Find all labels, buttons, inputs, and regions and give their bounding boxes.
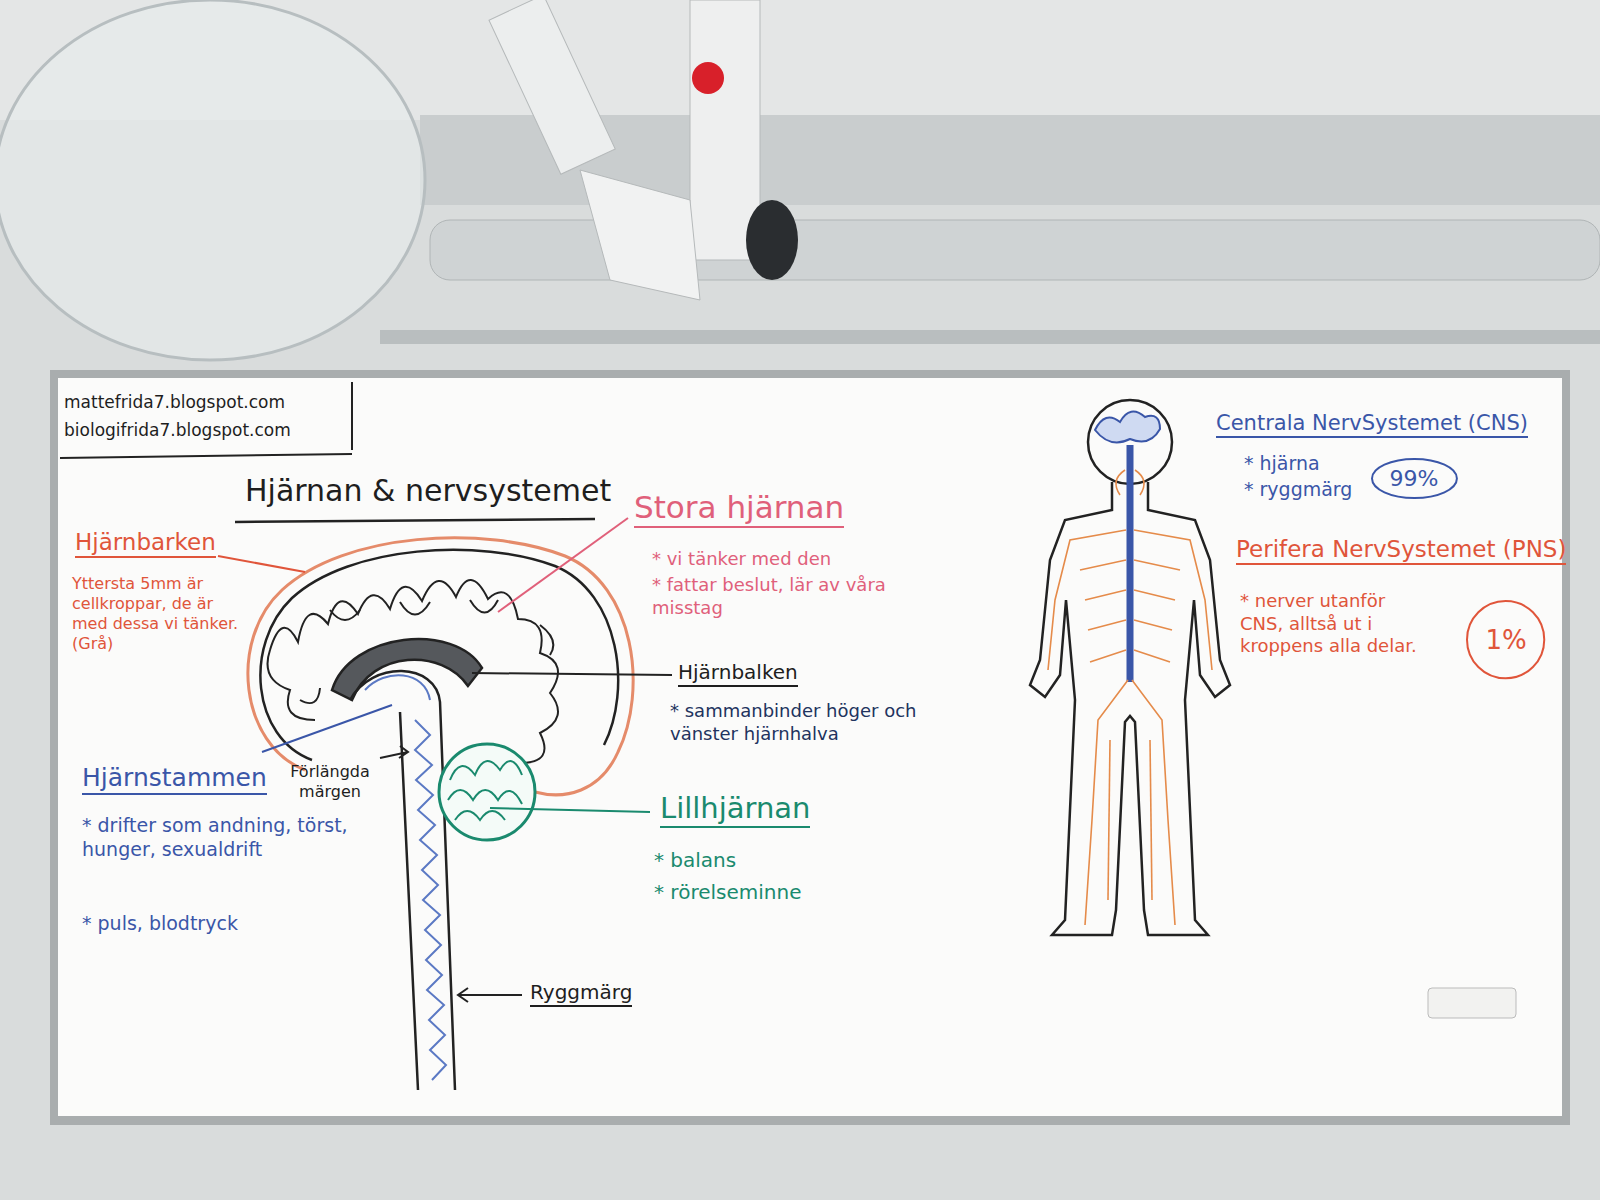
percent-value: 1% xyxy=(1485,625,1526,655)
heading-text: Perifera NervSystemet (PNS) xyxy=(1236,536,1566,565)
part-note: * drifter som andning, törst, hunger, se… xyxy=(82,814,382,862)
part-note: * balans xyxy=(654,848,736,873)
part-note: * vi tänker med den xyxy=(652,548,831,571)
section-heading-wrap: Perifera NervSystemet (PNS) xyxy=(1236,535,1566,564)
heading-text: Hjärnstammen xyxy=(82,763,267,795)
heading-text: Stora hjärnan xyxy=(634,489,844,528)
heading-text: Hjärnbarken xyxy=(75,529,216,558)
part-note: * fattar beslut, lär av våra misstag xyxy=(652,574,922,619)
part-name-wrap: Hjärnbalken xyxy=(678,660,798,685)
heading-text: Ryggmärg xyxy=(530,980,632,1007)
heading-text: Centrala NervSystemet (CNS) xyxy=(1216,411,1528,438)
part-name-wrap: Stora hjärnan xyxy=(634,488,844,527)
part-name-wrap: Ryggmärg xyxy=(530,980,632,1005)
part-note: * rörelseminne xyxy=(654,880,801,905)
part-note: Yttersta 5mm är cellkroppar, de är med d… xyxy=(72,574,242,654)
title: Hjärnan & nervsystemet xyxy=(245,472,611,510)
part-name-wrap: Hjärnstammen xyxy=(82,762,267,793)
blog-address: biologifrida7.blogspot.com xyxy=(64,420,291,441)
part-name-wrap: Lillhjärnan xyxy=(660,790,810,826)
part-name-wrap: Hjärnbarken xyxy=(75,528,216,557)
blog-address: mattefrida7.blogspot.com xyxy=(64,392,285,413)
part-note: * sammanbinder höger och vänster hjärnha… xyxy=(670,700,970,745)
heading-text: Lillhjärnan xyxy=(660,791,810,828)
section-heading-wrap: Centrala NervSystemet (CNS) xyxy=(1216,410,1528,436)
part-name: Förlängda märgen xyxy=(282,762,378,802)
part-note: * puls, blodtryck xyxy=(82,912,238,936)
section-note: * nerver utanför CNS, alltså ut i kroppe… xyxy=(1240,590,1430,658)
percent-ellipse: 1% xyxy=(1465,599,1546,680)
heading-text: Hjärnbalken xyxy=(678,660,798,687)
percent-value: 99% xyxy=(1390,466,1439,491)
percent-ellipse: 99% xyxy=(1370,457,1459,500)
list-item: * hjärna xyxy=(1244,452,1320,476)
list-item: * ryggmärg xyxy=(1244,478,1352,502)
